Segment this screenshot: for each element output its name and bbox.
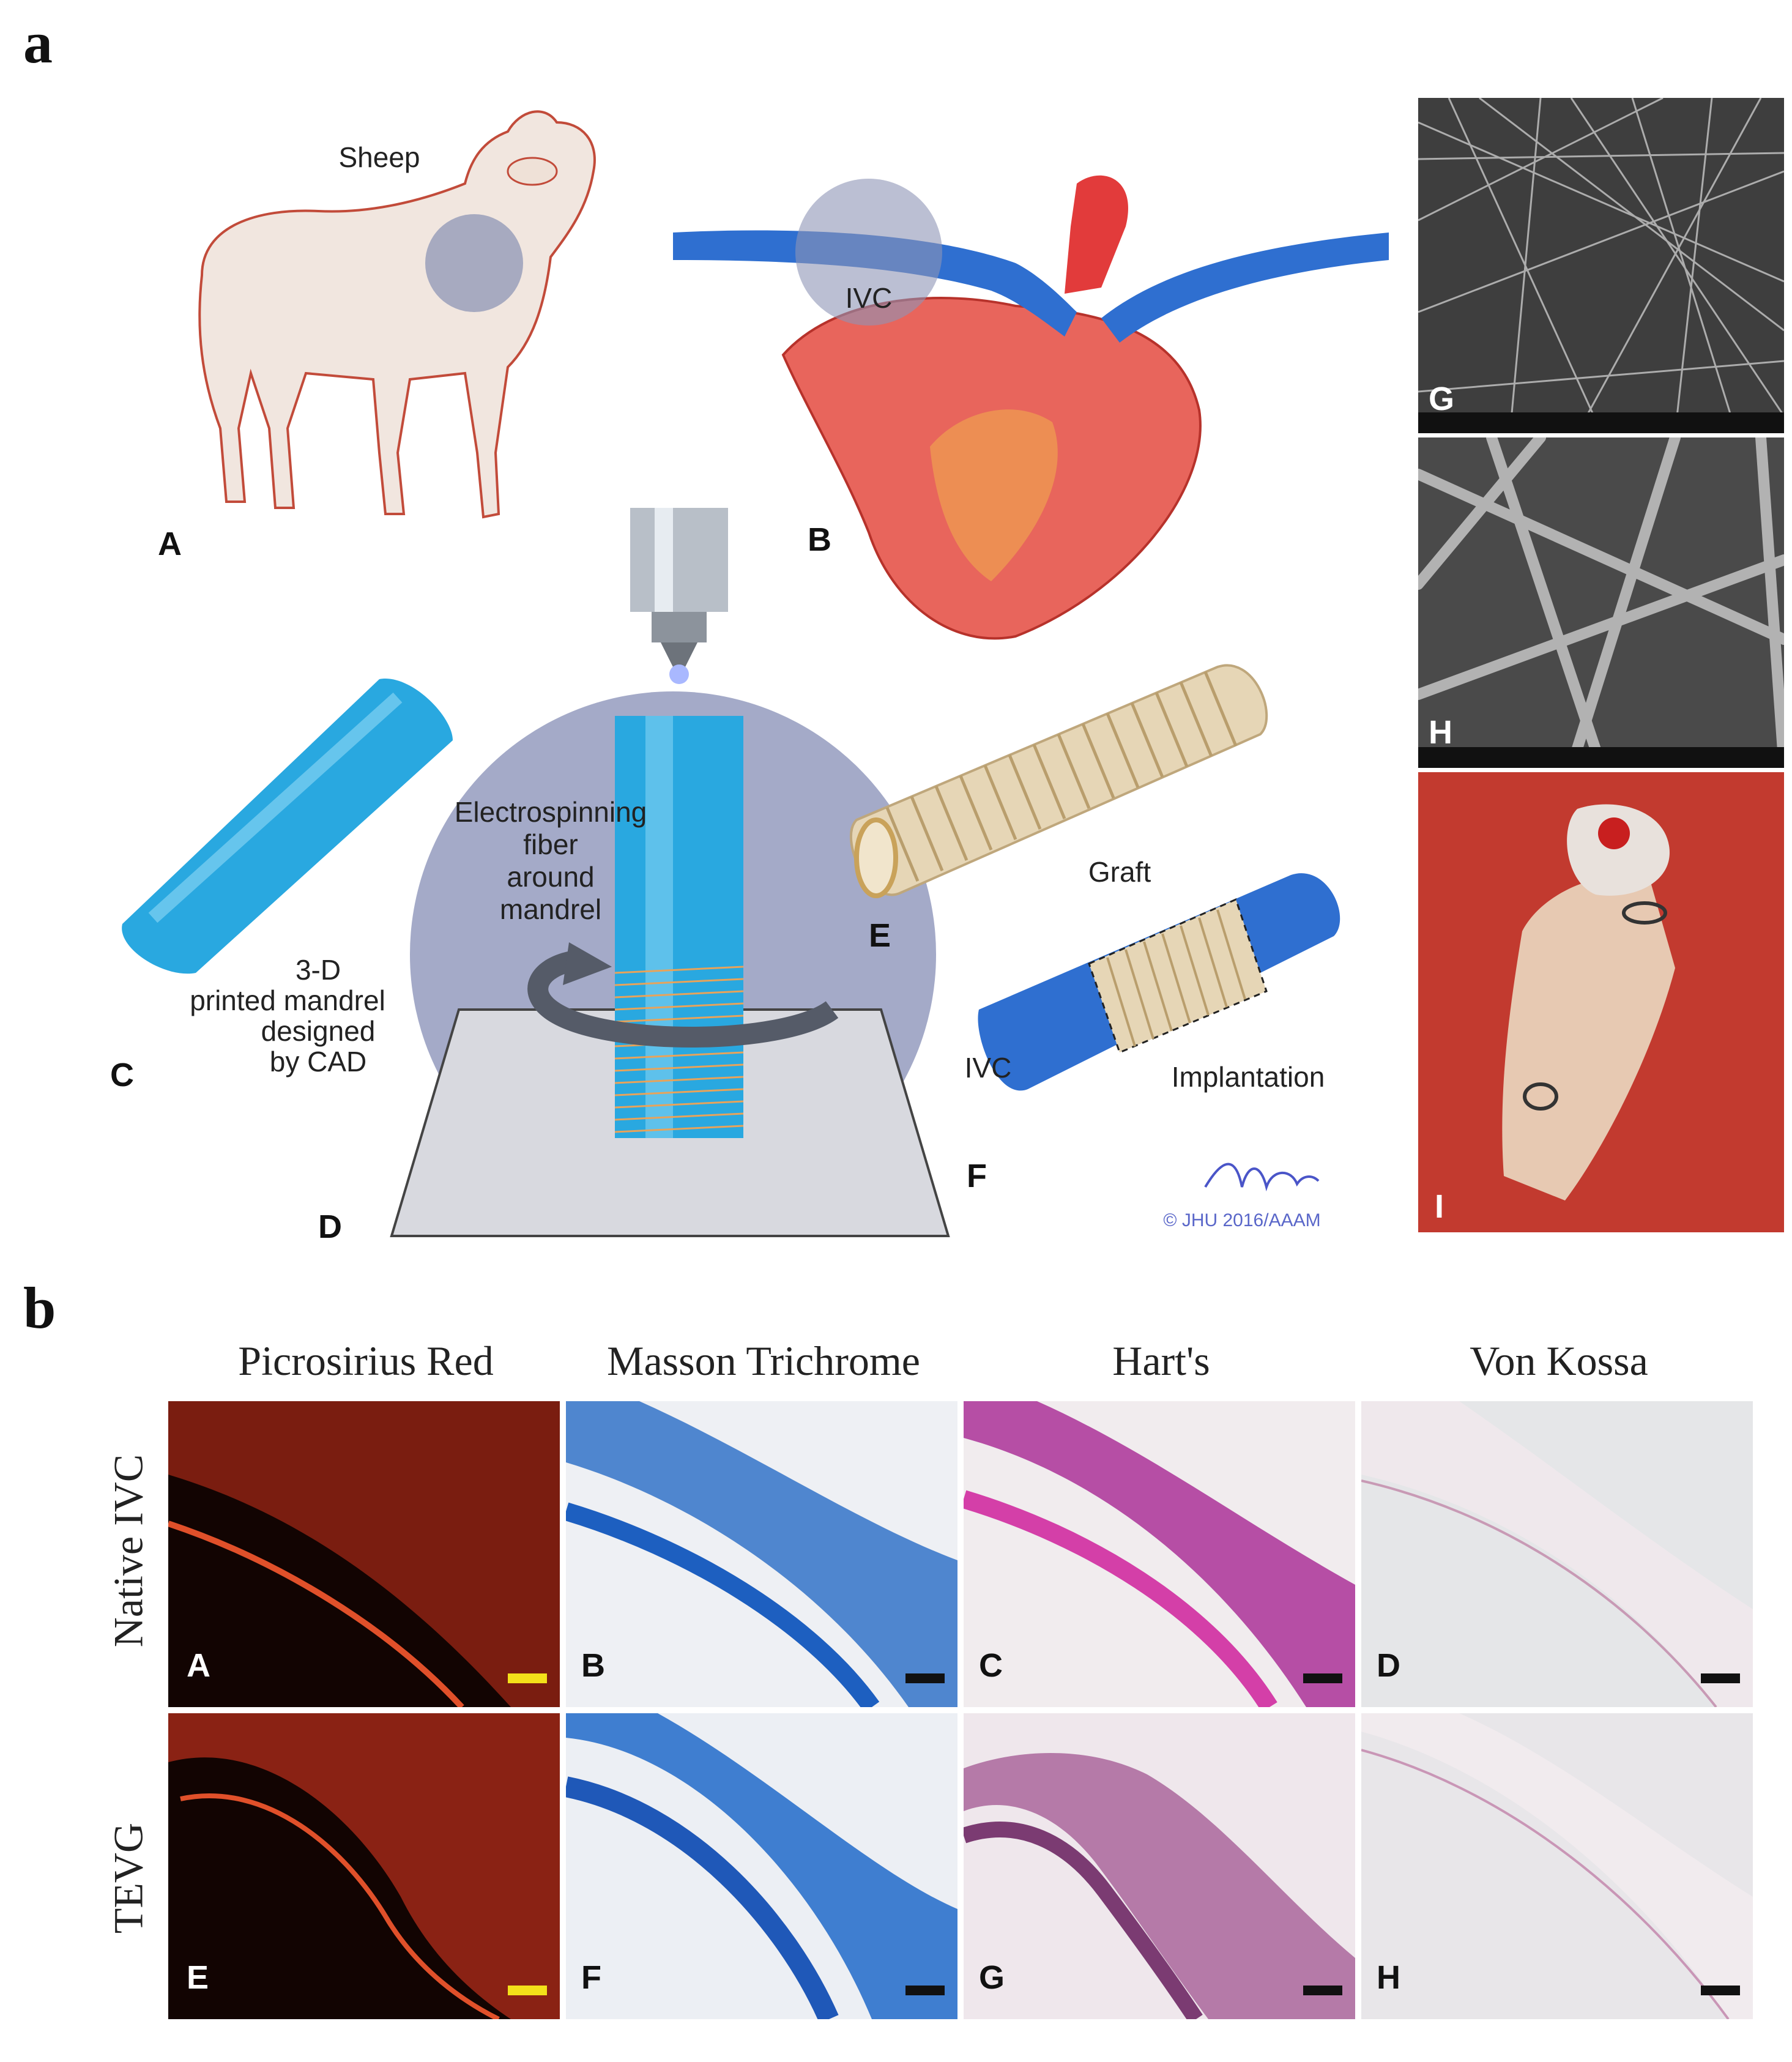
scale-bar-g <box>1303 1986 1342 1995</box>
scale-bar-f <box>905 1986 945 1995</box>
ivc-label-2: IVC <box>964 1052 1012 1084</box>
histology-tile-g <box>964 1713 1355 2019</box>
sheep-chest-highlight <box>425 214 523 312</box>
histology-tile-f <box>566 1713 957 2019</box>
graft-label: Graft <box>1088 856 1151 888</box>
histology-tile-e <box>168 1713 560 2019</box>
column-header-masson: Masson Trichrome <box>607 1338 920 1384</box>
scale-bar-h <box>1701 1986 1740 1995</box>
micrograph-label-h: H <box>1429 714 1452 751</box>
histology-tile-c <box>964 1401 1355 1707</box>
row-header-native-ivc: Native IVC <box>105 1454 152 1648</box>
ivc-label: IVC <box>845 282 893 314</box>
histology-tile-d <box>1361 1401 1753 1707</box>
ivc-highlight-circle <box>795 179 942 326</box>
tile-label-f: F <box>581 1959 601 1996</box>
column-header-picrosirius: Picrosirius Red <box>238 1338 494 1384</box>
column-header-harts: Hart's <box>1112 1338 1210 1384</box>
histology-tile-b <box>566 1401 957 1707</box>
sublabel-b: B <box>808 521 831 558</box>
implantation-label: Implantation <box>1171 1061 1325 1093</box>
histology-tile-a <box>168 1401 560 1707</box>
scale-bar-a <box>508 1673 547 1683</box>
printed-mandrel <box>110 661 477 979</box>
sublabel-d: D <box>318 1208 342 1245</box>
copyright-notice: © JHU 2016/AAAM <box>1163 1210 1321 1230</box>
rotation-arrow-icon <box>514 942 857 1052</box>
scale-bar-c <box>1303 1673 1342 1683</box>
surgical-photo-i <box>1418 772 1784 1232</box>
tile-label-e: E <box>187 1959 209 1996</box>
scale-bar-b <box>905 1673 945 1683</box>
artist-signature <box>1199 1150 1322 1205</box>
row-header-tevg: TEVG <box>105 1822 152 1934</box>
sem-micrograph-g <box>1418 98 1784 433</box>
mandrel-caption-line-4: by CAD <box>269 1046 367 1078</box>
sheep-illustration <box>177 86 630 538</box>
tile-label-a: A <box>187 1647 210 1684</box>
histology-tile-h <box>1361 1713 1753 2019</box>
mandrel-caption-line-2: printed mandrel <box>190 984 385 1016</box>
panel-letter-b: b <box>23 1275 56 1341</box>
tile-label-b: B <box>581 1647 605 1684</box>
electrospin-caption-line-1: Electrospinning <box>454 796 647 828</box>
tile-label-d: D <box>1377 1647 1400 1684</box>
column-header-vonkossa: Von Kossa <box>1470 1338 1648 1384</box>
rotating-mandrel <box>609 716 756 1138</box>
sublabel-f: F <box>967 1158 987 1194</box>
tile-label-g: G <box>979 1959 1005 1996</box>
mandrel-caption-line-3: designed <box>261 1015 376 1047</box>
electrospin-caption-line-3: around <box>507 861 595 893</box>
micrograph-label-g: G <box>1429 381 1455 417</box>
scale-bar-d <box>1701 1673 1740 1683</box>
micrograph-label-i: I <box>1435 1188 1444 1225</box>
sublabel-e: E <box>869 917 891 954</box>
sublabel-a: A <box>158 526 182 562</box>
graft-tube <box>838 636 1279 906</box>
heart-illustration <box>673 153 1395 655</box>
sem-micrograph-h <box>1418 437 1784 768</box>
panel-letter-a: a <box>23 10 53 75</box>
electrospin-caption-line-4: mandrel <box>499 893 602 925</box>
sublabel-c: C <box>110 1057 134 1093</box>
electrospin-caption-line-2: fiber <box>523 828 578 860</box>
tile-label-h: H <box>1377 1959 1400 1996</box>
spinneret-nozzle <box>618 508 740 685</box>
tile-label-c: C <box>979 1647 1003 1684</box>
mandrel-caption-line-1: 3-D <box>295 954 341 986</box>
scale-bar-e <box>508 1986 547 1995</box>
implanted-graft <box>973 857 1401 1114</box>
sheep-label: Sheep <box>338 141 420 173</box>
